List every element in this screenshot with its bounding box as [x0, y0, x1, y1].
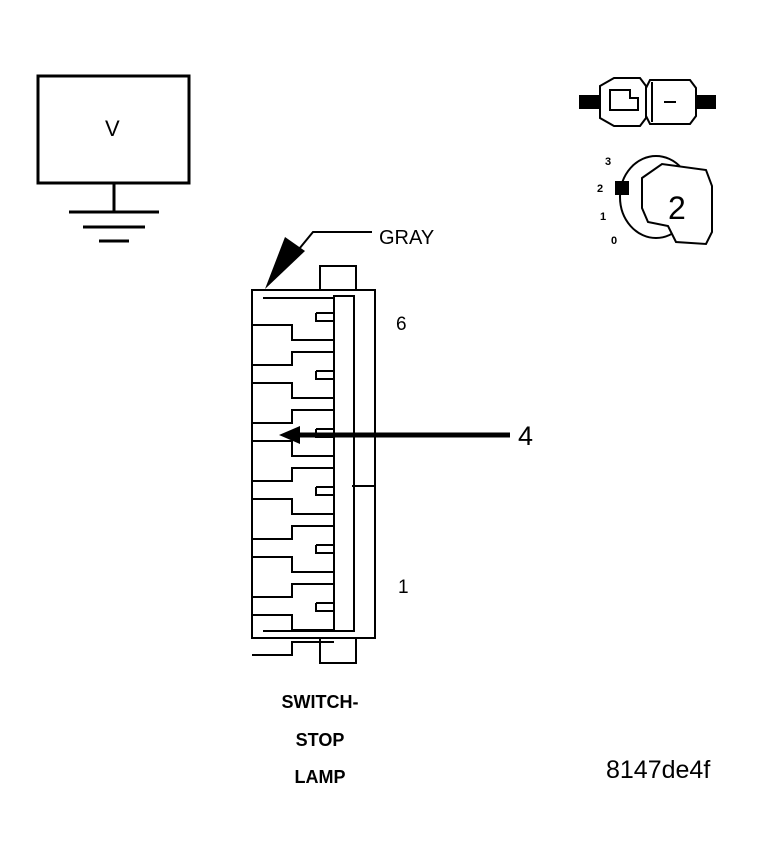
connector-cavity: [252, 486, 334, 540]
figure-id: 8147de4f: [606, 756, 711, 784]
connector-cavity: [252, 544, 334, 598]
connector-cavity: [252, 602, 334, 656]
connector: [251, 265, 376, 664]
key-position-3: 3: [605, 156, 612, 168]
key-position-0: 0: [611, 235, 618, 247]
ignition-key-icon: [579, 77, 716, 246]
connector-cavity: [252, 312, 334, 366]
connector-cavities: [252, 312, 334, 656]
connector-cavity: [252, 370, 334, 424]
callout-arrow: [279, 426, 510, 444]
wire-pointer: [265, 231, 372, 289]
voltmeter-symbol: [36, 74, 191, 212]
connector-rail: [333, 295, 355, 632]
connector-cavity: [252, 428, 334, 482]
wire-color-label: GRAY: [379, 227, 435, 249]
meter-label: V: [105, 116, 120, 141]
pin-number-bottom: 1: [398, 577, 409, 598]
key-position-2: 2: [597, 183, 604, 195]
key-position-shown: 2: [668, 190, 686, 226]
component-name-line-1: SWITCH-: [281, 692, 359, 712]
connector-body: [251, 289, 376, 639]
callout-number: 4: [518, 421, 534, 451]
component-name-line-2: STOP: [295, 730, 345, 750]
ground-icon: [69, 210, 159, 243]
connector-top-latch: [319, 265, 357, 291]
pin-number-top: 6: [396, 314, 407, 335]
key-position-1: 1: [600, 211, 607, 223]
component-name-line-3: LAMP: [294, 767, 346, 787]
